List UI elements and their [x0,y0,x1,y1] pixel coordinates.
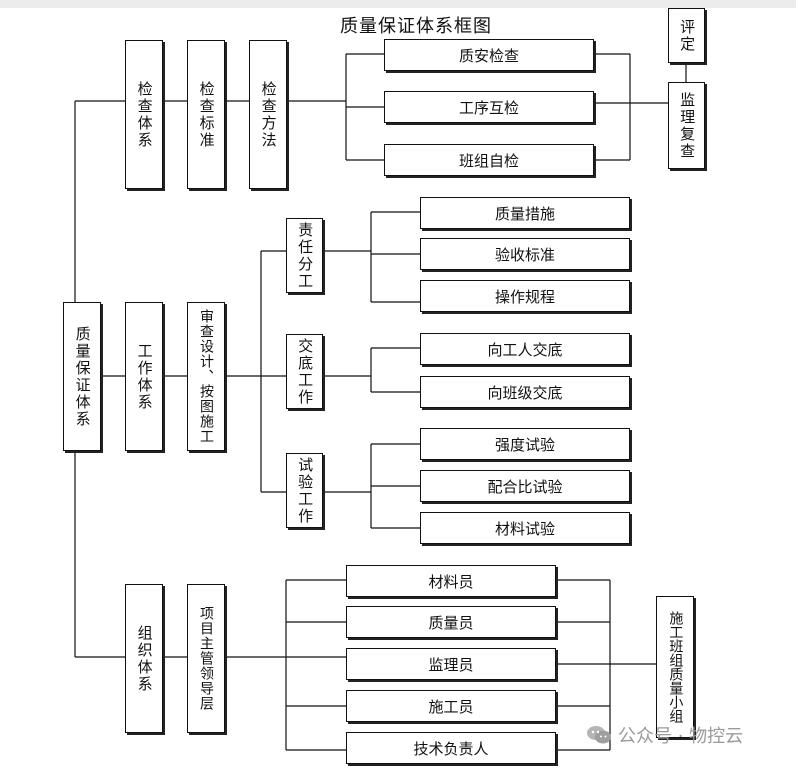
work-group-label: 试验工作 [296,456,315,525]
inspection-system-label: 检查体系 [135,80,154,149]
root-quality-system-label: 质量保证体系 [73,325,92,428]
construction-team-box: 施工班组质量小组 [656,596,694,738]
work-system-label: 工作体系 [135,342,154,411]
inspection-item-box: 班组自检 [384,144,594,176]
inspection-standard-box: 检查标准 [187,40,225,189]
work-item-box: 操作规程 [420,280,630,312]
root-quality-system-box: 质量保证体系 [63,302,101,451]
wechat-icon [586,725,612,745]
inspection-item-box: 工序互检 [384,91,594,123]
member-label: 材料员 [428,572,474,591]
work-group-box: 试验工作 [286,453,323,528]
work-item-label: 操作规程 [494,287,555,306]
work-item-box: 材料试验 [420,512,630,544]
work-item-label: 质量措施 [494,204,555,223]
work-group-label: 责任分工 [296,221,315,290]
work-item-box: 质量措施 [420,197,630,229]
work-item-box: 配合比试验 [420,470,630,502]
work-item-box: 向班级交底 [420,376,630,408]
work-item-label: 材料试验 [494,519,555,538]
inspection-system-box: 检查体系 [125,40,163,189]
member-label: 监理员 [428,655,474,674]
work-item-box: 强度试验 [420,428,630,460]
inspection-item-box: 质安检查 [384,39,594,71]
member-box: 材料员 [346,565,556,597]
inspection-method-box: 检查方法 [249,40,287,189]
work-item-label: 向工人交底 [487,340,563,359]
inspection-item-label: 班组自检 [458,151,519,170]
work-system-box: 工作体系 [125,302,163,451]
work-group-box: 责任分工 [286,218,323,293]
inspection-item-label: 质安检查 [458,46,519,65]
diagram-title: 质量保证体系框图 [340,16,492,37]
member-label: 施工员 [428,697,474,716]
inspection-standard-label: 检查标准 [197,80,216,149]
work-item-label: 强度试验 [494,435,555,454]
supervision-review-label: 监理复查 [678,91,697,160]
work-item-label: 配合比试验 [487,477,563,496]
member-box: 施工员 [346,690,556,722]
watermark: 公众号 · 物控云 [586,722,743,748]
evaluation-label: 评定 [678,18,697,53]
construction-team-label: 施工班组质量小组 [667,611,684,723]
design-review-box: 审查设计、按图施工 [187,302,225,451]
design-review-label: 审查设计、按图施工 [198,309,215,444]
organization-system-label: 组织体系 [135,624,154,693]
leadership-box: 项目主管领导层 [187,584,225,733]
work-item-box: 向工人交底 [420,333,630,365]
inspection-item-label: 工序互检 [458,98,519,117]
member-box: 技术负责人 [346,732,556,764]
work-group-box: 交底工作 [286,334,323,409]
work-group-label: 交底工作 [296,337,315,406]
supervision-review-box: 监理复查 [668,82,705,169]
member-box: 监理员 [346,648,556,680]
organization-system-box: 组织体系 [125,584,163,733]
work-item-label: 向班级交底 [487,383,563,402]
member-label: 质量员 [428,613,474,632]
evaluation-box: 评定 [668,8,705,63]
work-item-box: 验收标准 [420,238,630,270]
work-item-label: 验收标准 [494,245,555,264]
member-box: 质量员 [346,606,556,638]
watermark-text: 公众号 · 物控云 [618,726,744,747]
member-label: 技术负责人 [413,739,489,758]
leadership-label: 项目主管领导层 [198,606,215,711]
inspection-method-label: 检查方法 [259,80,278,149]
